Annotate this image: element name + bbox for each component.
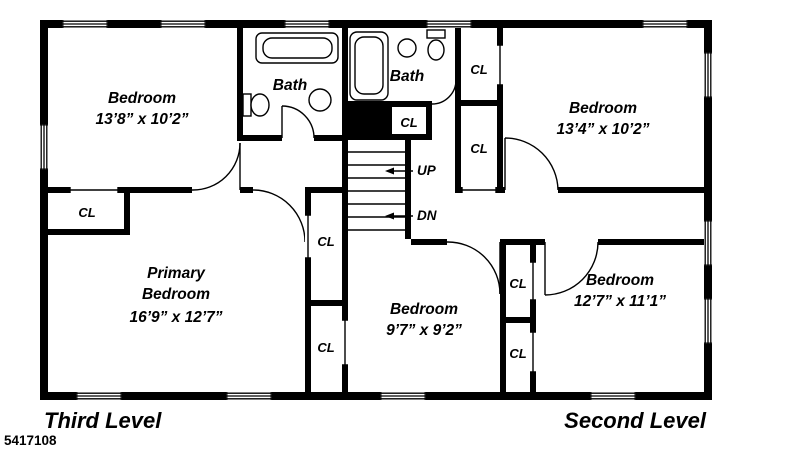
door-bedroom-middle bbox=[446, 241, 501, 295]
level-label-left: Third Level bbox=[44, 408, 162, 433]
sink-right-icon bbox=[397, 38, 417, 58]
door-bedroom-top-right bbox=[504, 137, 559, 191]
label-bedroom-bottom-right-name: Bedroom bbox=[586, 272, 654, 289]
closet-door-d bbox=[530, 331, 536, 373]
interior-walls bbox=[48, 28, 704, 392]
label-closet-left: CL bbox=[78, 205, 95, 220]
sink-left-icon bbox=[308, 88, 332, 112]
closet-door-c bbox=[530, 261, 536, 301]
door-bedroom-bottom-right bbox=[544, 241, 599, 296]
label-closet-stairs: CL bbox=[400, 115, 417, 130]
label-closet-c: CL bbox=[509, 276, 526, 291]
door-bath-right bbox=[431, 79, 457, 105]
label-closet-b: CL bbox=[470, 141, 487, 156]
label-bedroom-top-right-dims: 13’4” x 10’2” bbox=[556, 121, 649, 138]
label-primary-line1: Primary bbox=[147, 265, 206, 282]
label-bedroom-bottom-right-dims: 12’7” x 11’1” bbox=[574, 293, 666, 310]
label-closet-a: CL bbox=[470, 62, 487, 77]
closet-labels: CL CL CL CL CL CL CL CL bbox=[78, 62, 526, 361]
listing-number: 5417108 bbox=[4, 433, 57, 448]
closet-door-left bbox=[69, 187, 119, 193]
level-label-right: Second Level bbox=[564, 408, 707, 433]
label-bath-left: Bath bbox=[273, 77, 307, 94]
closet-door-a bbox=[497, 44, 503, 86]
door-bath-left bbox=[281, 105, 315, 139]
closet-doors bbox=[69, 44, 536, 373]
up-arrow-icon bbox=[385, 167, 394, 175]
down-arrow-icon bbox=[385, 212, 394, 220]
room-labels: Bedroom 13’8” x 10’2” Bath Bath Bedroom … bbox=[95, 68, 666, 339]
label-closet-primary: CL bbox=[317, 234, 334, 249]
bath-right-fixtures bbox=[349, 29, 446, 101]
stair-arrows bbox=[385, 167, 413, 220]
doors bbox=[191, 79, 599, 296]
toilet-left-icon bbox=[250, 93, 270, 117]
label-primary-dims: 16’9” x 12’7” bbox=[129, 309, 222, 326]
label-stairs-up: UP bbox=[417, 163, 437, 178]
stairs bbox=[348, 151, 405, 231]
closet-door-b bbox=[461, 187, 497, 193]
label-bedroom-top-left-dims: 13’8” x 10’2” bbox=[95, 111, 188, 128]
label-closet-d: CL bbox=[509, 346, 526, 361]
label-bedroom-top-right-name: Bedroom bbox=[569, 100, 637, 117]
closet-door-primary bbox=[305, 214, 311, 259]
label-bedroom-middle-name: Bedroom bbox=[390, 301, 458, 318]
outer-walls bbox=[40, 20, 712, 400]
label-primary-line2: Bedroom bbox=[142, 286, 210, 303]
door-bedroom-top-left bbox=[191, 142, 241, 191]
toilet-right-icon bbox=[427, 39, 445, 61]
closet-door-middle bbox=[342, 319, 348, 366]
toilet-left-tank-icon bbox=[242, 93, 252, 117]
label-bath-right: Bath bbox=[390, 68, 424, 85]
label-bedroom-top-left-name: Bedroom bbox=[108, 90, 176, 107]
label-stairs-down: DN bbox=[417, 208, 437, 223]
bath-left-fixtures bbox=[242, 32, 339, 117]
toilet-right-tank-icon bbox=[426, 29, 446, 39]
label-closet-middle: CL bbox=[317, 340, 334, 355]
door-primary-bedroom bbox=[252, 189, 306, 243]
label-bedroom-middle-dims: 9’7” x 9’2” bbox=[386, 322, 462, 339]
stair-landing-mass bbox=[348, 107, 392, 140]
